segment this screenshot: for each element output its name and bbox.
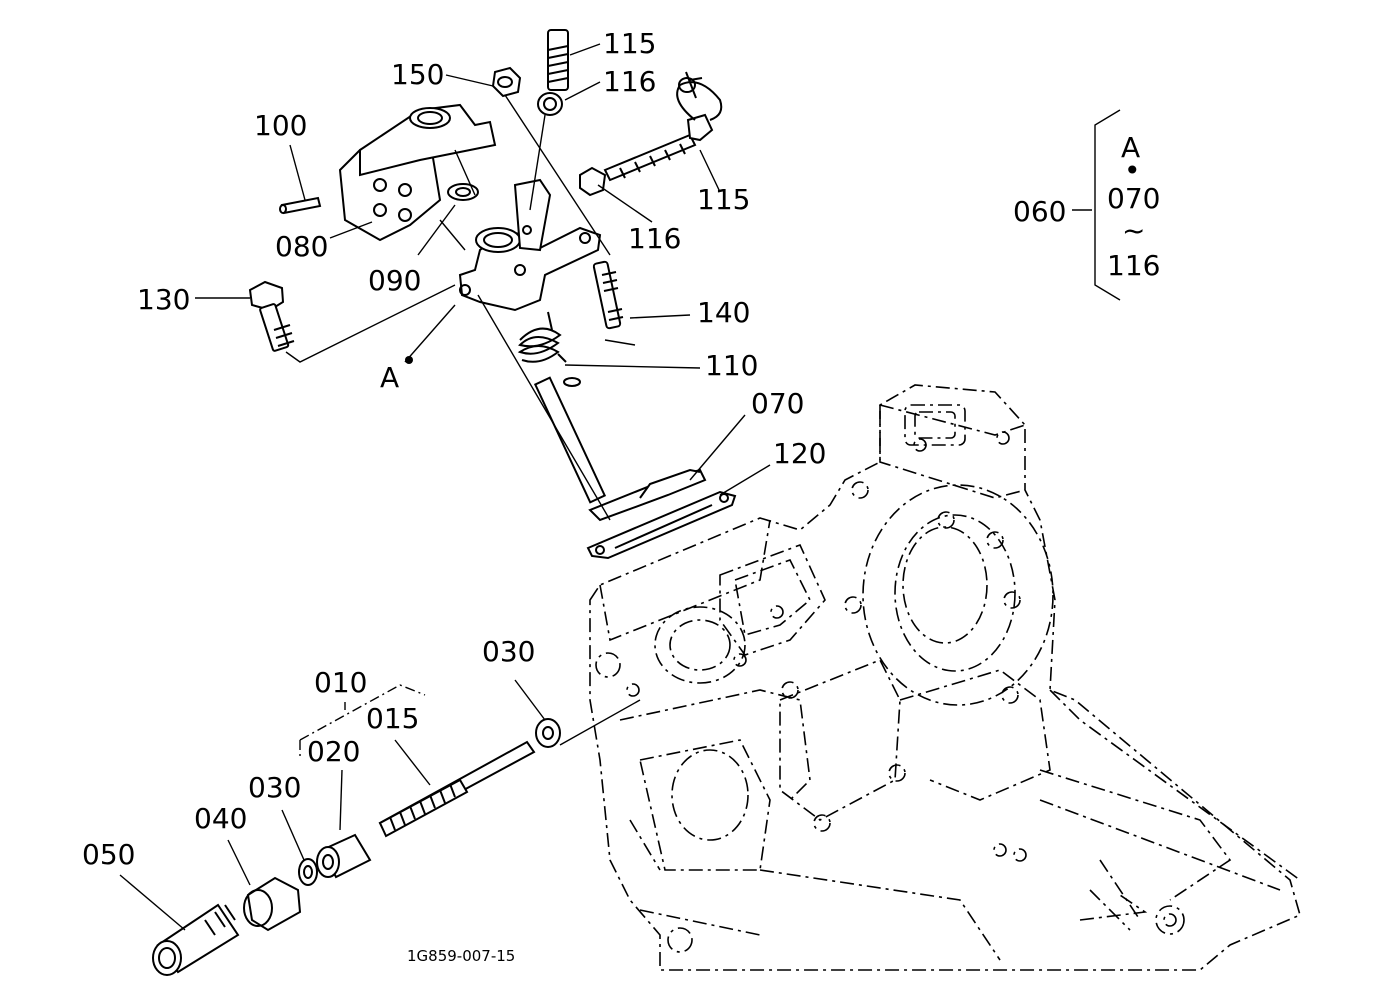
leader-lines: [119, 43, 1121, 931]
label-130: 130: [137, 283, 190, 316]
lever-plate-070: [533, 376, 707, 522]
group-tilde: ~: [1122, 214, 1145, 247]
label-080: 080: [275, 230, 328, 263]
sleeve-050: [152, 903, 240, 976]
label-120: 120: [773, 437, 826, 470]
label-050: 050: [82, 838, 135, 871]
washer-030-upper: [535, 718, 561, 748]
drawing-code: 1G859-007-15: [407, 947, 515, 965]
group-ref: A: [1121, 131, 1140, 164]
label-090: 090: [368, 264, 421, 297]
gear-case-housing: [589, 384, 1301, 971]
washer-116-top: [537, 92, 563, 116]
label-015: 015: [366, 702, 419, 735]
cap-040: [243, 876, 302, 932]
washer-030-lower: [298, 858, 318, 886]
label-115-side: 115: [697, 183, 750, 216]
label-140: 140: [697, 296, 750, 329]
label-ref-a: A: [380, 361, 399, 394]
label-030-upper: 030: [482, 635, 535, 668]
label-060: 060: [1013, 195, 1066, 228]
label-116-side: 116: [628, 222, 681, 255]
assembly-lines: [285, 94, 641, 746]
governor-rod-015: [378, 740, 536, 838]
label-116-top: 116: [603, 65, 656, 98]
callout-labels: 150 115 116 100 080 090 130 115 116 140 …: [82, 27, 1066, 871]
washer-090: [447, 183, 479, 201]
bolt-115-side: [603, 71, 723, 182]
label-030-lower: 030: [248, 771, 301, 804]
ref-a-dot: [405, 356, 413, 364]
label-020: 020: [307, 735, 360, 768]
pin-100: [279, 196, 322, 215]
group-from: 070: [1107, 182, 1160, 215]
spring-110: [517, 311, 567, 363]
label-115-top: 115: [603, 27, 656, 60]
nut-150: [491, 66, 522, 98]
label-070: 070: [751, 387, 804, 420]
gasket-120: [586, 490, 737, 560]
label-010: 010: [314, 666, 367, 699]
nut-116-side: [579, 166, 607, 197]
bracket-080: [338, 103, 497, 242]
bolt-115-top: [547, 29, 569, 91]
group-to: 116: [1107, 249, 1160, 282]
group-dot: •: [1124, 154, 1141, 187]
label-150: 150: [391, 58, 444, 91]
label-040: 040: [194, 802, 247, 835]
group-bracket: A • 070 ~ 116: [1107, 131, 1160, 282]
label-110: 110: [705, 349, 758, 382]
governor-housing-A: [458, 178, 602, 312]
label-100: 100: [254, 109, 307, 142]
collar-020: [316, 833, 372, 879]
stud-140: [592, 260, 624, 330]
bolt-130: [248, 280, 295, 352]
